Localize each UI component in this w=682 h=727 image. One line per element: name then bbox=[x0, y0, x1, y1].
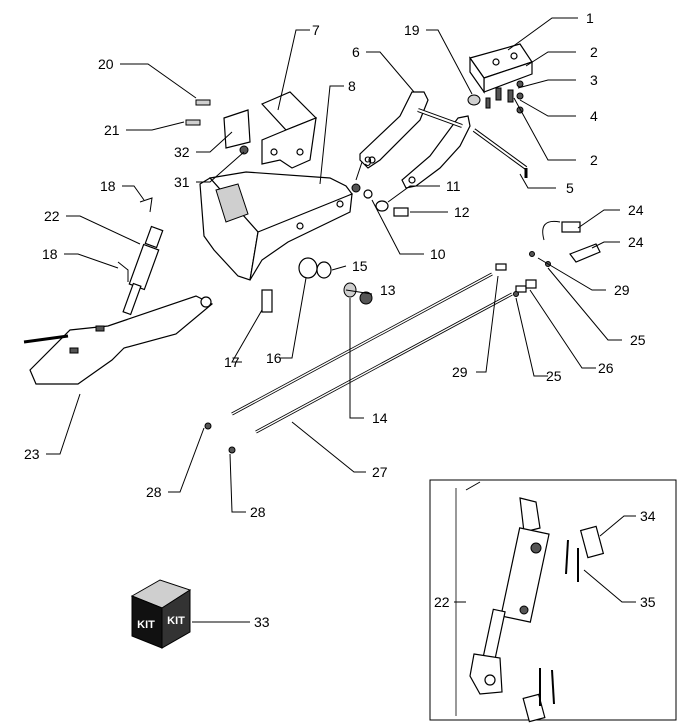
kit-box-icon: KIT KIT bbox=[130, 579, 192, 649]
callout-25-right: 25 bbox=[630, 332, 646, 348]
callout-10: 10 bbox=[430, 246, 446, 262]
callout-29-left: 29 bbox=[452, 364, 468, 380]
part-23-lower-arm bbox=[23, 295, 214, 385]
part-9-bolt bbox=[351, 183, 361, 193]
callout-18-upper: 18 bbox=[100, 178, 116, 194]
callout-22: 22 bbox=[44, 208, 60, 224]
callout-22-detail: 22 bbox=[434, 594, 450, 610]
part-19-bushing bbox=[467, 94, 481, 106]
kit-label-left: KIT bbox=[137, 619, 155, 631]
callout-27: 27 bbox=[372, 464, 388, 480]
part-6-arm-pair bbox=[359, 91, 471, 189]
callout-21: 21 bbox=[104, 122, 120, 138]
part-5-rod bbox=[472, 128, 528, 178]
callout-9: 9 bbox=[364, 153, 372, 169]
callout-35: 35 bbox=[640, 594, 656, 610]
part-22-cylinder bbox=[122, 225, 164, 316]
callout-19: 19 bbox=[404, 22, 420, 38]
callout-26: 26 bbox=[598, 360, 614, 376]
part-14-washer bbox=[343, 282, 357, 298]
part-31-nut bbox=[239, 145, 249, 155]
callout-15: 15 bbox=[352, 258, 368, 274]
callout-numbers: 1 2 3 4 2 5 6 7 8 9 10 11 12 13 14 15 16… bbox=[24, 10, 656, 630]
callout-33: 33 bbox=[254, 614, 270, 630]
part-7-mount-bracket bbox=[223, 91, 318, 169]
callout-29-right: 29 bbox=[614, 282, 630, 298]
callout-17: 17 bbox=[224, 354, 240, 370]
callout-2-upper: 2 bbox=[590, 44, 598, 60]
part-11-washer bbox=[375, 200, 389, 212]
callout-24-lower: 24 bbox=[628, 234, 644, 250]
part-12-spacer bbox=[393, 207, 409, 217]
part-20-pin bbox=[195, 99, 211, 106]
callout-8: 8 bbox=[348, 78, 356, 94]
part-17-pin bbox=[261, 289, 273, 313]
callout-11: 11 bbox=[446, 178, 461, 194]
callout-16: 16 bbox=[266, 350, 282, 366]
callout-12: 12 bbox=[454, 204, 470, 220]
callout-32: 32 bbox=[174, 144, 190, 160]
part-27-cables bbox=[204, 263, 527, 454]
leader-lines bbox=[46, 17, 636, 623]
part-1-top-bracket bbox=[469, 43, 533, 94]
part-16-bushing bbox=[298, 257, 318, 279]
callout-31: 31 bbox=[174, 174, 190, 190]
callout-24-upper: 24 bbox=[628, 202, 644, 218]
callout-1: 1 bbox=[586, 10, 594, 26]
callout-3: 3 bbox=[590, 72, 598, 88]
part-8-main-frame bbox=[199, 171, 353, 281]
part-18-clip-lower bbox=[117, 261, 129, 282]
callout-7: 7 bbox=[312, 22, 320, 38]
callout-28-left: 28 bbox=[146, 484, 162, 500]
part-24-cable-ends bbox=[542, 220, 601, 263]
callout-34: 34 bbox=[640, 508, 656, 524]
part-21-bolt bbox=[185, 119, 201, 126]
part-13-nut bbox=[359, 291, 373, 305]
callout-2-lower: 2 bbox=[590, 152, 598, 168]
callout-5: 5 bbox=[566, 180, 574, 196]
callout-4: 4 bbox=[590, 108, 598, 124]
part-10-washer bbox=[363, 189, 373, 199]
callout-6: 6 bbox=[352, 44, 360, 60]
callout-20: 20 bbox=[98, 56, 114, 72]
part-18-clip-upper bbox=[139, 197, 153, 213]
part-26-adjuster bbox=[525, 279, 537, 289]
callout-25-lower: 25 bbox=[546, 368, 562, 384]
callout-13: 13 bbox=[380, 282, 396, 298]
callout-28-right: 28 bbox=[250, 504, 266, 520]
callout-23: 23 bbox=[24, 446, 40, 462]
kit-label-right: KIT bbox=[167, 615, 185, 627]
part-25-nut-upper bbox=[529, 251, 535, 257]
callout-14: 14 bbox=[372, 410, 388, 426]
callout-18-lower: 18 bbox=[42, 246, 58, 262]
part-25-nut-lower bbox=[513, 291, 519, 297]
detail-inset bbox=[429, 479, 677, 723]
part-15-washer bbox=[316, 261, 332, 279]
